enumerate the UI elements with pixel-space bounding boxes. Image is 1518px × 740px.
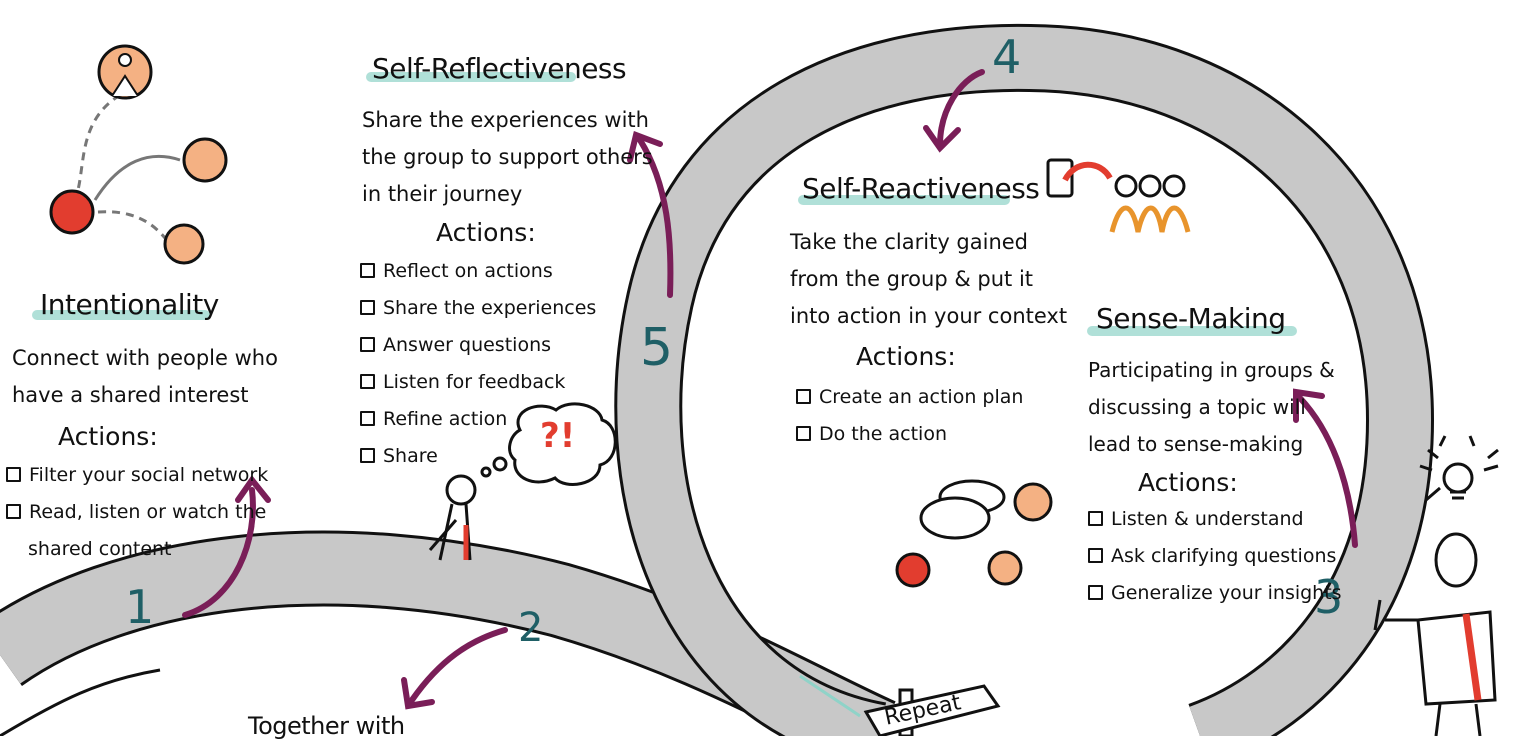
step-number: 2 xyxy=(518,605,544,651)
thought-bubble-text: ?! xyxy=(540,416,576,456)
action-item: Answer questions xyxy=(360,326,596,363)
lightbulb-icon xyxy=(1419,435,1499,502)
checkbox-icon xyxy=(1088,585,1103,600)
checkbox-icon xyxy=(796,426,811,441)
action-list: Listen & understand Ask clarifying quest… xyxy=(1088,500,1342,611)
action-item: Share xyxy=(360,437,596,474)
checkbox-icon xyxy=(360,263,375,278)
step-title: Sense-Making xyxy=(1096,302,1286,335)
thinking-person-icon xyxy=(428,402,617,561)
checkbox-icon xyxy=(6,467,21,482)
title-highlight xyxy=(32,310,210,320)
actions-label: Actions: xyxy=(856,342,956,371)
action-item: Reflect on actions xyxy=(360,252,596,289)
step-number: 5 xyxy=(640,318,674,378)
checkbox-icon xyxy=(360,337,375,352)
checkbox-icon xyxy=(6,504,21,519)
action-list: Filter your social network Read, listen … xyxy=(6,456,268,567)
checkbox-icon xyxy=(360,300,375,315)
step-number: 1 xyxy=(125,580,155,634)
action-item: Do the action xyxy=(796,415,1023,452)
action-item: Create an action plan xyxy=(796,378,1023,415)
action-item: Share the experiences xyxy=(360,289,596,326)
step-title: Together with xyxy=(248,712,405,740)
checkbox-icon xyxy=(360,448,375,463)
action-item-continued: shared content xyxy=(28,537,172,560)
actions-label: Actions: xyxy=(436,218,536,247)
step-description: Participating in groups & discussing a t… xyxy=(1088,358,1335,456)
action-item: Refine action xyxy=(360,400,596,437)
action-list: Reflect on actions Share the experiences… xyxy=(360,252,596,474)
phone-to-group-icon xyxy=(1046,158,1191,233)
title-highlight xyxy=(798,195,1010,205)
action-item: Listen & understand xyxy=(1088,500,1342,537)
step-description: Connect with people who have a shared in… xyxy=(12,346,278,407)
checkbox-icon xyxy=(1088,548,1103,563)
signpost-icon xyxy=(863,684,1001,736)
checkbox-icon xyxy=(360,411,375,426)
arrows xyxy=(182,69,1358,710)
step-number: 4 xyxy=(992,30,1022,84)
action-list: Create an action plan Do the action xyxy=(796,378,1023,452)
actions-label: Actions: xyxy=(58,422,158,451)
thumbs-up-person-icon xyxy=(1373,532,1497,736)
checkbox-icon xyxy=(360,374,375,389)
actions-label: Actions: xyxy=(1138,468,1238,497)
action-item: Listen for feedback xyxy=(360,363,596,400)
action-item: Generalize your insights xyxy=(1088,574,1342,611)
action-item: Ask clarifying questions xyxy=(1088,537,1342,574)
checkbox-icon xyxy=(796,389,811,404)
speech-bubbles-icon xyxy=(895,479,1053,588)
step-title: Intentionality xyxy=(40,288,219,321)
action-item: Filter your social network xyxy=(6,456,268,493)
step-description: Take the clarity gained from the group &… xyxy=(790,230,1068,328)
title-highlight xyxy=(366,72,576,82)
action-item: Read, listen or watch the xyxy=(6,493,268,530)
network-people-icon xyxy=(49,44,228,265)
checkbox-icon xyxy=(1088,511,1103,526)
step-title: Self-Reactiveness xyxy=(802,172,1040,205)
step-number: 3 xyxy=(1314,570,1344,624)
step-title: Self-Reflectiveness xyxy=(372,52,627,85)
title-highlight xyxy=(1087,326,1297,336)
step-description: Share the experiences with the group to … xyxy=(362,108,653,206)
